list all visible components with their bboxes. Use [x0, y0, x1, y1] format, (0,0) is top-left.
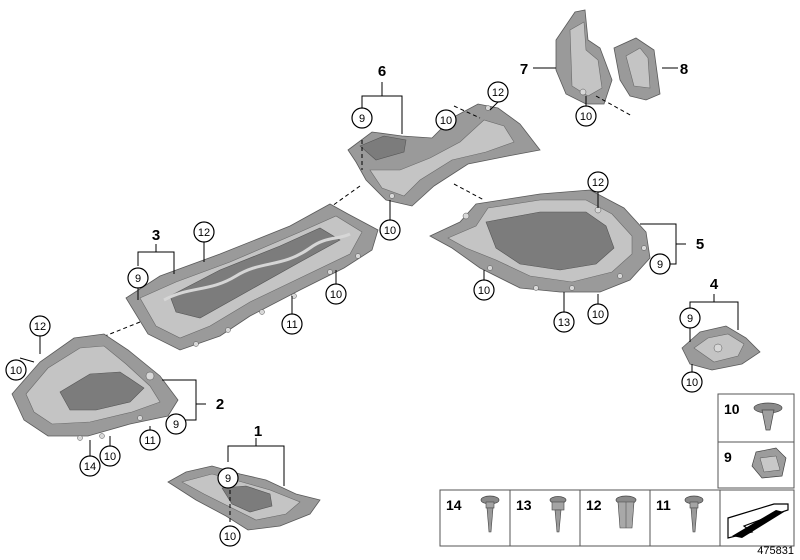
svg-text:10: 10 — [478, 285, 490, 297]
svg-text:10: 10 — [686, 377, 698, 389]
callout-13: 13 — [553, 311, 575, 333]
svg-text:10: 10 — [330, 289, 342, 301]
part-3-panel — [125, 203, 379, 351]
svg-text:12: 12 — [198, 227, 210, 239]
part-8-bracket — [613, 37, 661, 101]
part-label-7: 7 — [520, 61, 528, 78]
callout-12-b: 12 — [587, 171, 609, 193]
legend-number-13: 13 — [516, 497, 532, 513]
legend-number-14: 14 — [446, 497, 462, 513]
part-label-5: 5 — [696, 236, 704, 253]
callout-9-e: 9 — [217, 467, 239, 489]
svg-text:10: 10 — [104, 451, 116, 463]
screw-13-icon — [549, 496, 567, 533]
svg-text:14: 14 — [84, 461, 96, 473]
svg-text:10: 10 — [384, 225, 396, 237]
legend-cell-10 — [717, 393, 795, 443]
part-label-8: 8 — [680, 61, 688, 78]
part-label-3: 3 — [152, 227, 160, 244]
part-6-panel — [347, 103, 541, 207]
part-1-panel — [167, 465, 321, 531]
svg-text:9: 9 — [225, 473, 231, 485]
part-label-2: 2 — [216, 396, 224, 413]
part-7-bracket — [555, 9, 613, 105]
svg-text:10: 10 — [580, 111, 592, 123]
callout-11-b: 11 — [139, 429, 161, 451]
part-label-6: 6 — [378, 63, 386, 80]
callout-10-i: 10 — [219, 525, 241, 547]
legend-cell-14 — [439, 489, 511, 547]
direction-arrow-icon — [727, 503, 789, 539]
svg-text:11: 11 — [144, 435, 155, 447]
svg-text:12: 12 — [492, 87, 504, 99]
callout-10-h: 10 — [99, 445, 121, 467]
plug-12-icon — [615, 495, 637, 529]
callout-12-c: 12 — [193, 221, 215, 243]
part-2-panel — [11, 333, 179, 441]
part-5-panel — [429, 189, 651, 293]
callout-10-c: 10 — [379, 219, 401, 241]
svg-text:11: 11 — [286, 319, 297, 331]
legend-number-9: 9 — [724, 449, 732, 465]
legend-cell-13 — [509, 489, 581, 547]
svg-text:13: 13 — [558, 317, 570, 329]
screw-14-icon — [480, 495, 500, 533]
svg-text:10: 10 — [592, 309, 604, 321]
callout-10-e: 10 — [587, 303, 609, 325]
svg-text:10: 10 — [10, 365, 22, 377]
callout-12-a: 12 — [487, 81, 509, 103]
legend-cell-11 — [649, 489, 721, 547]
svg-text:10: 10 — [440, 115, 452, 127]
svg-text:12: 12 — [592, 177, 604, 189]
svg-text:9: 9 — [657, 259, 663, 271]
legend-cell-12 — [579, 489, 651, 547]
callout-10-d: 10 — [473, 279, 495, 301]
callout-10-a: 10 — [575, 105, 597, 127]
callout-9-a: 9 — [351, 107, 373, 129]
legend-number-10: 10 — [724, 401, 740, 417]
svg-text:10: 10 — [224, 531, 236, 543]
part-label-4: 4 — [710, 276, 719, 293]
callout-9-b: 9 — [649, 253, 671, 275]
svg-text:9: 9 — [173, 419, 179, 431]
callout-11-a: 11 — [281, 313, 303, 335]
callout-10-j: 10 — [681, 371, 703, 393]
clip-nut-icon — [753, 402, 783, 431]
svg-text:9: 9 — [359, 113, 365, 125]
callout-9-f: 9 — [679, 307, 701, 329]
spring-clip-icon — [751, 447, 787, 479]
callout-10-g: 10 — [5, 359, 27, 381]
svg-text:9: 9 — [135, 273, 141, 285]
callout-10-f: 10 — [325, 283, 347, 305]
svg-text:9: 9 — [687, 313, 693, 325]
part-label-1: 1 — [254, 423, 262, 440]
callout-12-d: 12 — [29, 315, 51, 337]
legend-number-12: 12 — [586, 497, 602, 513]
legend-number-11: 11 — [656, 497, 671, 513]
svg-text:12: 12 — [34, 321, 46, 333]
screw-11-icon — [684, 495, 704, 533]
callout-10-b: 10 — [435, 109, 457, 131]
fastener-legend: 10 9 14 13 12 — [439, 393, 795, 547]
callout-9-c: 9 — [127, 267, 149, 289]
part-4-panel — [681, 325, 761, 371]
callout-14: 14 — [79, 455, 101, 477]
document-number: 475831 — [757, 545, 794, 557]
callout-9-d: 9 — [165, 413, 187, 435]
